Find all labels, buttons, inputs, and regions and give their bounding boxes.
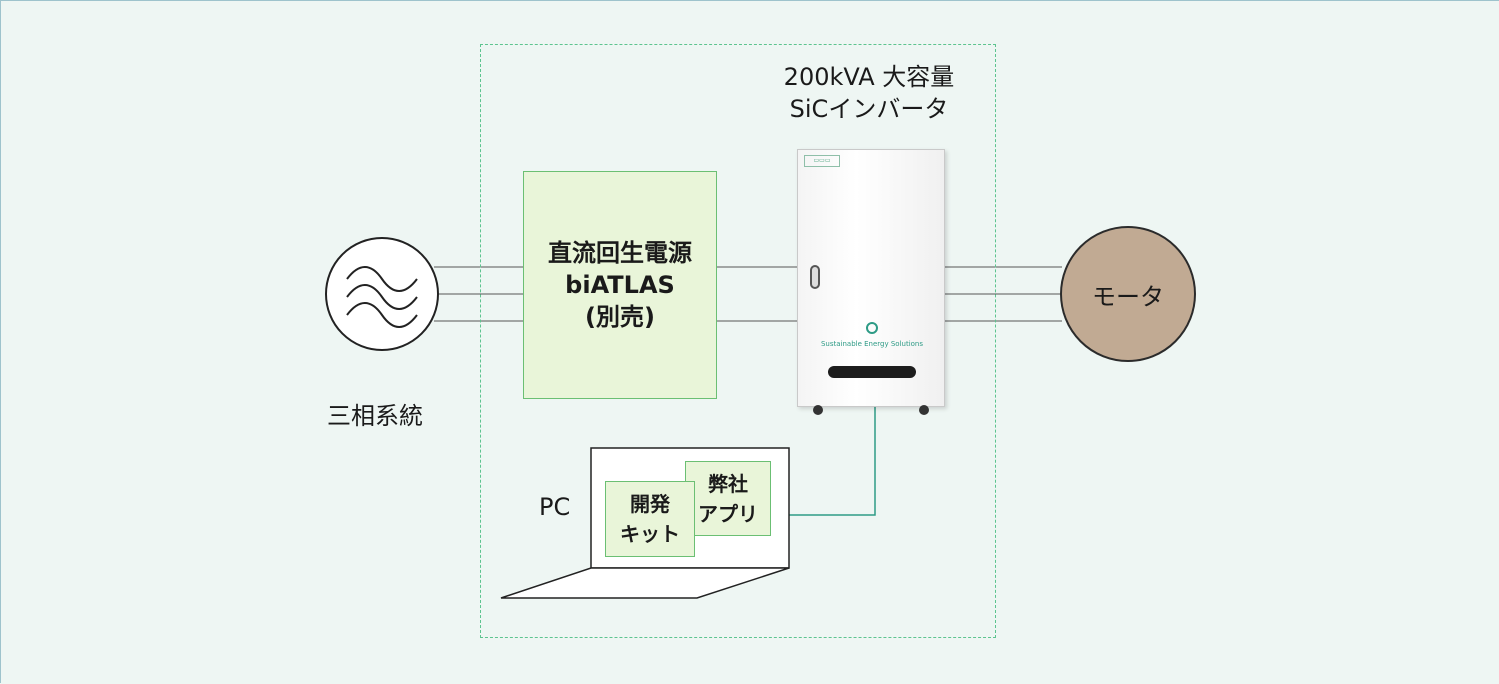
- system-boundary: [480, 44, 996, 638]
- company-app-line2: アプリ: [698, 501, 758, 526]
- ac-wave-2: [346, 284, 418, 310]
- inverter-title: 200kVA 大容量 SiCインバータ: [761, 61, 977, 125]
- grid-label: 三相系統: [327, 402, 423, 430]
- ac-grid-icon: [325, 237, 439, 351]
- cabinet-wheel-right: [919, 405, 929, 415]
- ac-wave-3: [346, 302, 418, 328]
- pc-label: PC: [539, 493, 571, 521]
- company-app-box: 弊社 アプリ: [685, 461, 771, 536]
- motor-circle: モータ: [1060, 226, 1196, 362]
- dev-kit-line1: 開発: [630, 492, 670, 516]
- inverter-pc-signal-line: [789, 407, 876, 516]
- motor-label: モータ: [1092, 282, 1164, 311]
- dc-power-supply-box: 直流回生電源 biATLAS (別売): [523, 171, 717, 399]
- psu-model: biATLAS: [565, 271, 675, 299]
- psu-name: 直流回生電源: [548, 239, 692, 267]
- dev-kit-box: 開発 キット: [605, 481, 695, 557]
- cabinet-logo-icon: ▭▭▭: [804, 155, 840, 167]
- psu-note: (別売): [585, 303, 655, 331]
- ac-wave-1: [346, 266, 418, 292]
- inverter-title-line1: 200kVA 大容量: [783, 63, 955, 91]
- brand-mark-icon: [866, 322, 878, 334]
- cabinet-tagline: Sustainable Energy Solutions: [820, 340, 924, 348]
- inverter-title-line2: SiCインバータ: [789, 95, 949, 123]
- dev-kit-line2: キット: [620, 522, 680, 546]
- company-app-line1: 弊社: [708, 471, 748, 496]
- cabinet-wheel-left: [813, 405, 823, 415]
- laptop-keyboard: [500, 567, 790, 599]
- inverter-cabinet: ▭▭▭ Sustainable Energy Solutions: [797, 149, 945, 407]
- cabinet-handle-icon: [810, 265, 820, 289]
- cabinet-vent-slot: [828, 366, 916, 378]
